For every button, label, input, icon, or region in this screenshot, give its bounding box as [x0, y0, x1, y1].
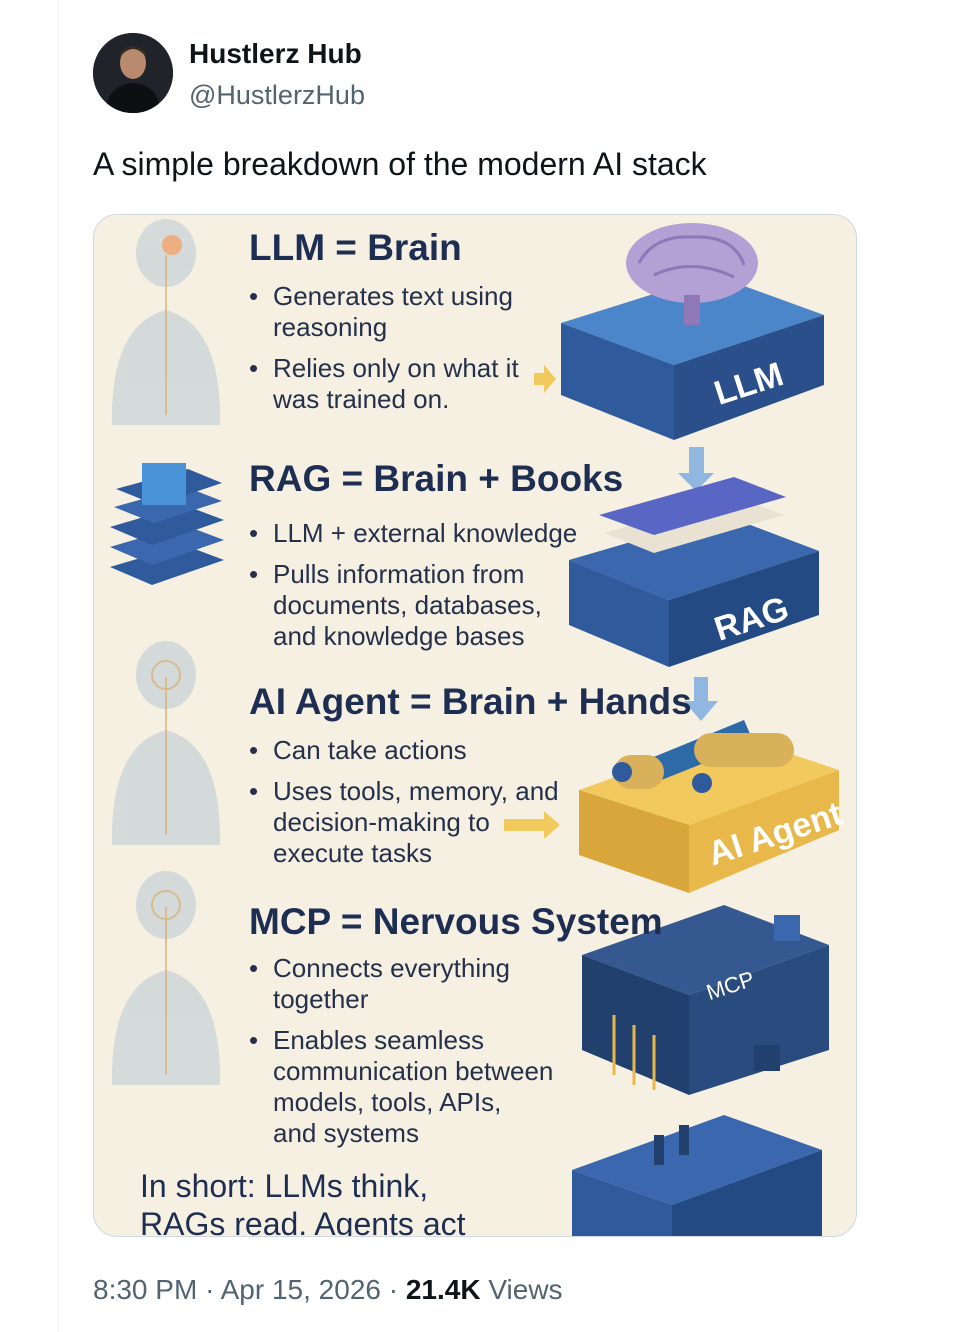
brain-glow-icon [162, 235, 182, 255]
avatar[interactable] [93, 33, 173, 113]
down-arrow-icon [678, 447, 714, 491]
list-item: Enables seamless communication between m… [249, 1025, 589, 1149]
meta-separator: · [388, 1274, 399, 1305]
list-item: LLM + external knowledge [249, 518, 589, 549]
list-item: Connects everything together [249, 953, 589, 1015]
book-stack-icon [110, 463, 224, 585]
rag-cube-icon [569, 477, 819, 667]
infographic-artwork [110, 219, 839, 1236]
section-llm-bullets: Generates text using reasoning Relies on… [249, 281, 549, 425]
list-item: Generates text using reasoning [249, 281, 549, 343]
section-rag-heading: RAG = Brain + Books [249, 458, 624, 499]
tweet-date[interactable]: Apr 15, 2026 [220, 1274, 381, 1305]
section-mcp-heading: MCP = Nervous System [249, 901, 663, 942]
section-mcp-bullets: Connects everything together Enables sea… [249, 953, 589, 1159]
section-rag-bullets: LLM + external knowledge Pulls informati… [249, 518, 589, 662]
user-handle[interactable]: @HustlerzHub [189, 80, 365, 110]
scroll-rollers-icon [612, 720, 794, 793]
list-item: Pulls information from documents, databa… [249, 559, 589, 652]
timeline-divider [58, 0, 59, 1332]
mcp-cube-icon [582, 905, 829, 1095]
base-cube-icon [572, 1115, 822, 1236]
list-item: Uses tools, memory, and decision-making … [249, 776, 589, 869]
section-llm-heading: LLM = Brain [249, 227, 462, 268]
meta-separator: · [205, 1274, 215, 1305]
views-label: Views [488, 1274, 563, 1305]
tweet-media-infographic[interactable]: LLM = Brain Generates text using reasoni… [93, 214, 857, 1237]
tweet-text: A simple breakdown of the modern AI stac… [93, 146, 707, 182]
tweet-time[interactable]: 8:30 PM [93, 1274, 198, 1305]
display-name[interactable]: Hustlerz Hub [189, 38, 362, 69]
down-arrow-icon-2 [684, 677, 718, 721]
section-agent-heading: AI Agent = Brain + Hands [249, 681, 692, 722]
views-count: 21.4K [405, 1274, 481, 1305]
infographic-summary: In short: LLMs think, RAGs read. Agents … [140, 1168, 466, 1237]
nerve-lines [151, 255, 181, 1075]
section-agent-bullets: Can take actions Uses tools, memory, and… [249, 735, 589, 879]
tweet-meta: 8:30 PM · Apr 15, 2026 · 21.4K Views [93, 1274, 563, 1306]
list-item: Can take actions [249, 735, 589, 766]
brain-icon [626, 223, 758, 325]
list-item: Relies only on what it was trained on. [249, 353, 549, 415]
avatar-person-icon [93, 33, 173, 113]
